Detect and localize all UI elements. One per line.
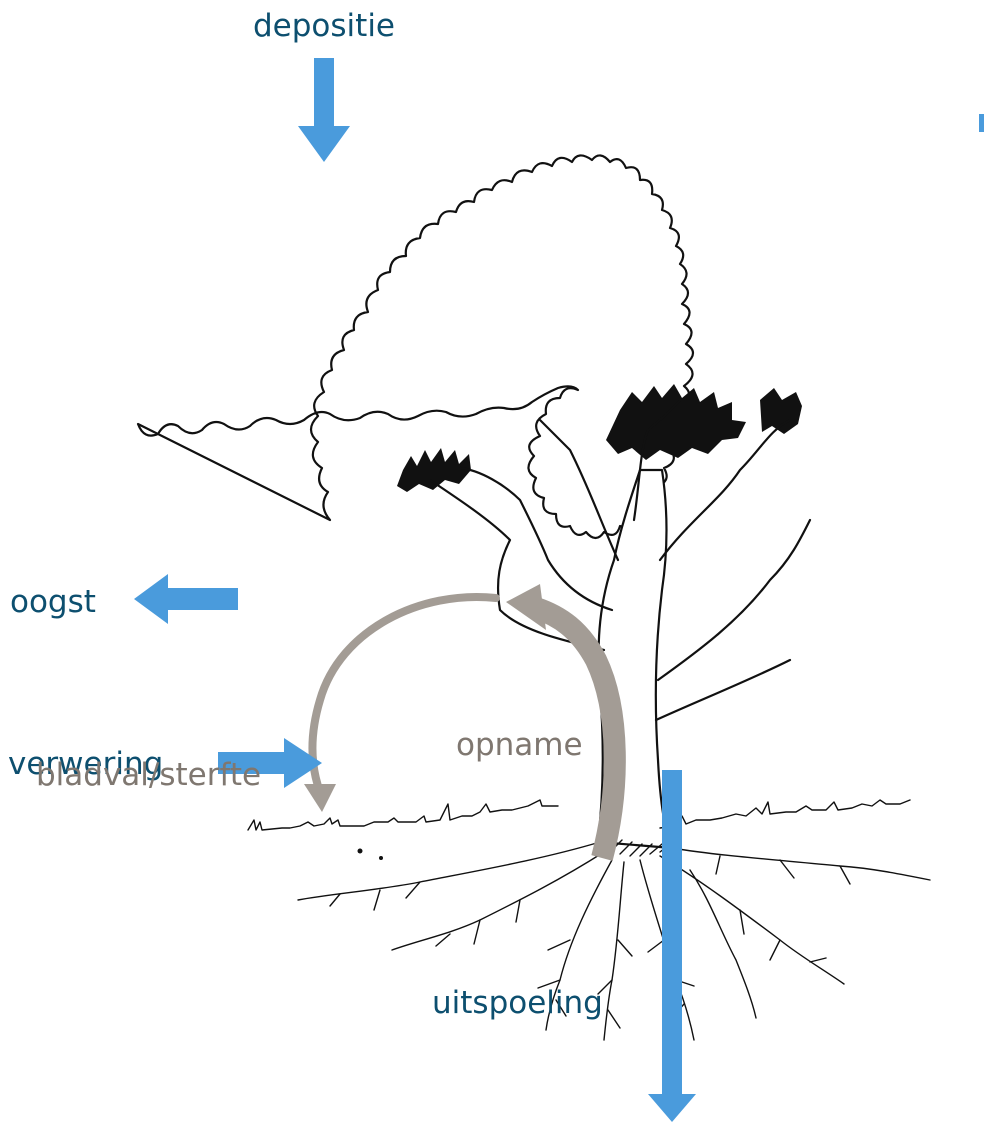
label-uitspoeling: uitspoeling [432, 985, 603, 1021]
branch-right-low [658, 520, 810, 680]
bladval-arrowhead [304, 784, 336, 812]
dark-foliage-left [397, 448, 471, 492]
oogst-arrow [134, 574, 238, 624]
label-bladval-sterfte: bladval/sterfte [36, 757, 261, 793]
label-depositie: depositie [253, 8, 395, 44]
labels: depositie oogst verwering uitspoeling op… [8, 8, 603, 1021]
depositie-arrow [298, 58, 350, 162]
opname-arrowhead [506, 584, 546, 630]
dark-foliage-far-right [760, 388, 802, 434]
soil-dot-2 [379, 856, 383, 860]
branch-right-lower [656, 660, 790, 720]
edge-mark [979, 114, 984, 132]
label-oogst: oogst [10, 584, 96, 620]
ground-line [248, 800, 910, 830]
root-system [298, 842, 930, 1040]
label-opname: opname [456, 727, 583, 763]
soil-dot-1 [358, 849, 363, 854]
